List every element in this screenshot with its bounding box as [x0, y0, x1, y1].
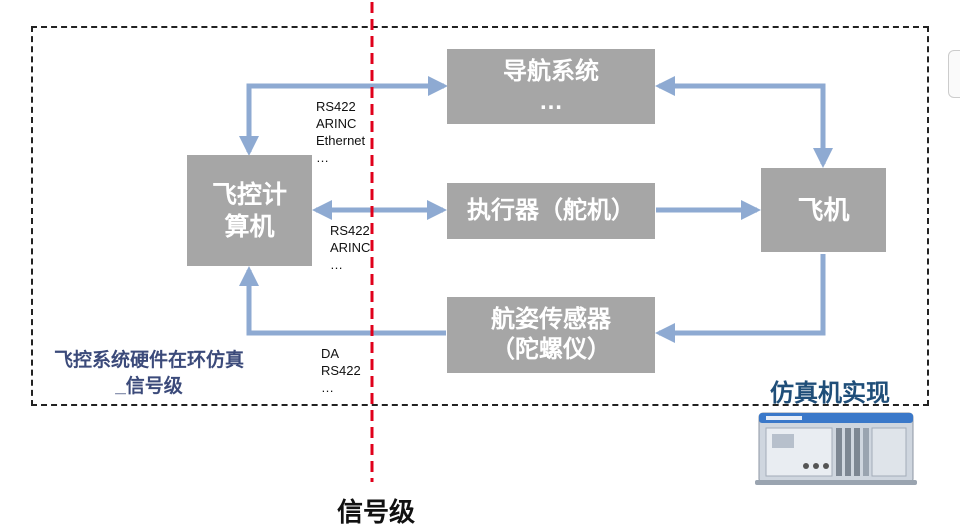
sensor-line-2: （陀螺仪） — [491, 336, 611, 363]
protocol-item: RS422 — [321, 363, 361, 378]
side-panel-tab[interactable] — [948, 50, 960, 98]
fcc-line-1: 飞控计 — [211, 180, 287, 209]
protocol-item: DA — [321, 346, 340, 361]
protocol-item: … — [316, 150, 329, 165]
protocol-item: RS422 — [330, 223, 370, 238]
protocol-item: … — [321, 380, 334, 395]
block-flight-control-computer: 飞控计 算机 — [187, 155, 312, 266]
block-aircraft: 飞机 — [761, 168, 886, 252]
fcc-line-2: 算机 — [224, 212, 275, 241]
arrow-fcc-to-nav — [239, 76, 448, 156]
protocol-list-middle: RS422 ARINC … — [330, 222, 370, 273]
actuator-label: 执行器（舵机） — [467, 197, 635, 224]
block-attitude-sensor: 航姿传感器 （陀螺仪） — [447, 297, 655, 373]
nav-line-1: 导航系统 — [503, 57, 599, 85]
block-navigation-system: 导航系统 … — [447, 49, 655, 124]
protocol-item: … — [330, 257, 343, 272]
sensor-line-1: 航姿传感器 — [491, 306, 611, 333]
nav-line-2: … — [539, 87, 563, 115]
simulator-label: 仿真机实现 — [770, 380, 890, 407]
aircraft-label: 飞机 — [797, 195, 850, 225]
protocol-item: Ethernet — [316, 133, 366, 148]
hil-frame-label: 飞控系统硬件在环仿真 _信号级 — [44, 348, 254, 400]
hil-label-line-2: _信号级 — [115, 376, 183, 397]
protocol-item: ARINC — [330, 240, 371, 255]
protocol-item: RS422 — [316, 99, 356, 114]
signal-level-label: 信号级 — [337, 497, 416, 527]
arrow-nav-aircraft — [655, 76, 833, 168]
protocol-list-bottom: DA RS422 … — [321, 345, 361, 396]
arrow-sensor-fcc — [239, 266, 446, 336]
protocol-item: ARINC — [316, 116, 357, 131]
arrow-aircraft-sensor — [655, 254, 826, 343]
hil-frame — [31, 26, 929, 406]
block-actuator: 执行器（舵机） — [447, 183, 655, 239]
protocol-list-top: RS422 ARINC Ethernet … — [316, 98, 365, 166]
hil-label-line-1: 飞控系统硬件在环仿真 — [53, 350, 244, 371]
